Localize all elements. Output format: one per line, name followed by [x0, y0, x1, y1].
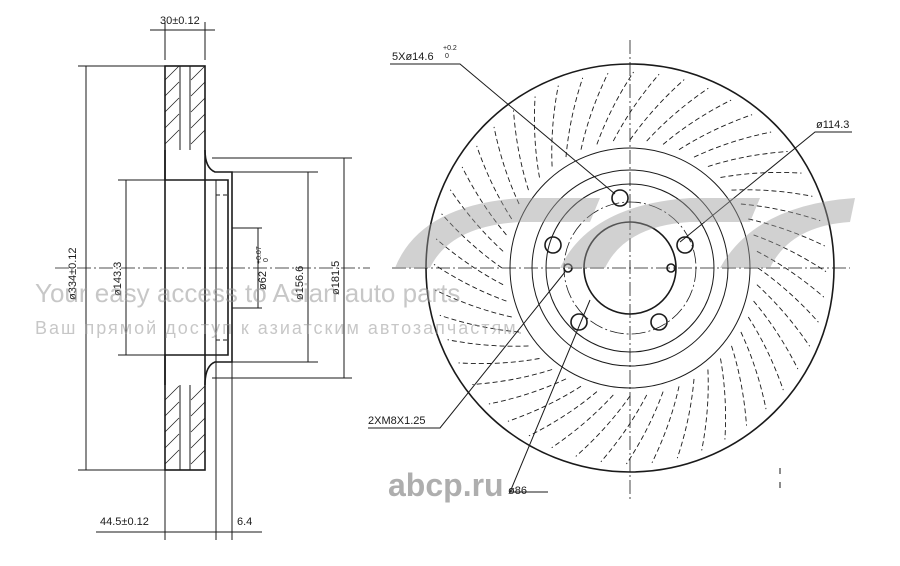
dim-center-bore-tol-lower: 0 — [263, 258, 270, 262]
cooling-vane-slot — [449, 189, 504, 252]
cooling-vane-slot — [740, 203, 821, 222]
section-hatching-bottom — [164, 385, 206, 465]
watermark-english: Your easy access to Asian auto parts — [35, 278, 460, 308]
cooling-vane-slot — [439, 314, 520, 333]
cooling-vane-slot — [513, 110, 529, 191]
cooling-vane-slot — [756, 284, 811, 347]
side-section-view: 30±0.12 ø334±0.12 ø143.3 ø62 +0.07 0 ø15… — [55, 15, 370, 540]
cooling-vane-slot — [612, 73, 660, 142]
cooling-vane-slot — [551, 394, 614, 449]
cooling-vane-slot — [720, 171, 802, 178]
cooling-vane-slot — [757, 267, 819, 323]
bolt-hole — [544, 236, 562, 254]
cooling-vane-slots — [433, 71, 827, 465]
section-hatching-top — [164, 65, 206, 145]
watermark: Your easy access to Asian auto parts Ваш… — [35, 198, 855, 503]
cooling-vane-slot — [740, 331, 767, 410]
dim-hat-inner-diameter: ø143.3 — [112, 262, 124, 296]
cooling-vane-slot — [676, 378, 695, 459]
cooling-vane-slot — [662, 99, 732, 145]
cooling-vane-slot — [693, 131, 772, 158]
cooling-vane-slot — [551, 85, 559, 167]
watermark-russian: Ваш прямой доступ к азиатским автозапчас… — [35, 318, 525, 338]
dim-inner-diameter: ø86 — [508, 485, 527, 497]
cooling-vane-slot — [461, 166, 507, 236]
cooling-vane-slot — [565, 77, 584, 158]
cooling-vane-slot — [731, 189, 813, 197]
cooling-vane-slot — [476, 145, 513, 220]
cooling-vane-slot — [507, 385, 582, 422]
bolt-hole — [650, 313, 668, 331]
cooling-vane-slot — [580, 73, 609, 150]
dim-hat-outer-diameter: ø181.5 — [330, 261, 342, 295]
cooling-vane-slot — [747, 316, 784, 391]
dim-threaded-holes: 2XM8X1.25 — [368, 415, 425, 427]
cooling-vane-slot — [678, 114, 753, 151]
dim-overall-height: 44.5±0.12 — [100, 516, 149, 528]
cooling-vane-slot — [756, 250, 825, 298]
hat-section — [164, 149, 233, 386]
dim-pcd: ø114.3 — [816, 119, 849, 131]
cooling-vane-slot — [472, 369, 553, 385]
dim-bolt-holes-tol-lower: 0 — [445, 53, 449, 60]
cooling-vane-slot — [596, 71, 634, 145]
watermark-site: abcp.ru — [388, 467, 504, 503]
cooling-vane-slot — [651, 386, 680, 463]
cooling-vane-slot — [528, 391, 598, 437]
cooling-vane-slot — [441, 213, 503, 269]
cooling-vane-slot — [435, 238, 504, 286]
dim-bolt-holes: 5Xø14.6 — [392, 51, 434, 63]
cooling-vane-slot — [720, 358, 727, 440]
cooling-vane-slot — [447, 339, 529, 347]
bolt-hole — [570, 313, 588, 331]
cooling-vane-slot — [707, 151, 788, 167]
cooling-vane-slot — [493, 126, 520, 205]
dim-disc-thickness: 30±0.12 — [160, 15, 200, 27]
cooling-vane-slot — [753, 234, 827, 272]
cooling-vane-slot — [488, 378, 567, 405]
front-view: 5Xø14.6 +0.2 0 ø114.3 2XM8X1.25 ø86 — [368, 40, 852, 500]
cooling-vane-slot — [748, 218, 825, 247]
cooling-vane-slot — [646, 87, 709, 142]
dim-center-bore: ø62 — [257, 271, 269, 290]
dim-bolt-holes-tol-upper: +0.2 — [443, 45, 457, 52]
bolt-hole — [611, 189, 629, 207]
dim-outer-diameter: ø334±0.12 — [67, 247, 79, 300]
cooling-vane-slot — [629, 79, 685, 141]
cooling-vane-slot — [575, 395, 631, 457]
cooling-vane-slot — [433, 264, 507, 302]
cooling-vane-slot — [458, 358, 540, 365]
watermark-logo — [395, 198, 855, 268]
cooling-vane-slot — [701, 369, 709, 451]
dim-hub-face-diameter: ø156.6 — [294, 266, 306, 300]
bolt-hole — [676, 236, 694, 254]
cooling-vane-slot — [600, 394, 648, 463]
dim-hat-thickness: 6.4 — [237, 516, 252, 528]
cooling-vane-slot — [753, 300, 799, 370]
cooling-vane-slot — [533, 96, 540, 178]
dim-center-bore-tol-upper: +0.07 — [256, 246, 263, 264]
cooling-vane-slot — [435, 289, 512, 318]
cooling-vane-slot — [626, 391, 664, 465]
cooling-vane-slot — [731, 345, 747, 426]
